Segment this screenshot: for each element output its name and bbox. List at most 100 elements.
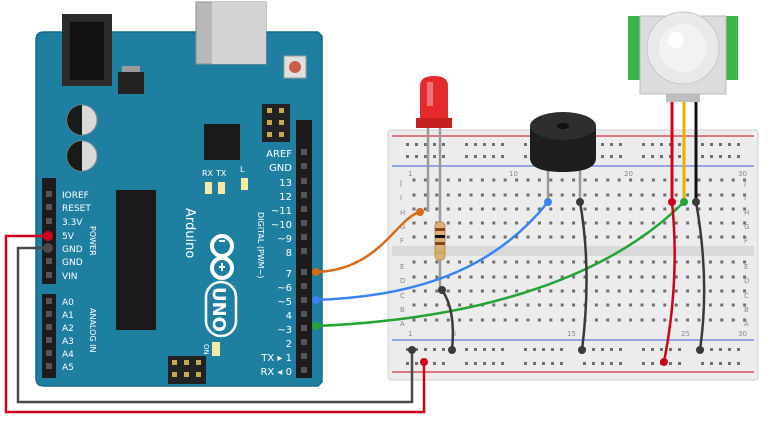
hole bbox=[474, 348, 477, 351]
hole bbox=[549, 289, 553, 293]
hole bbox=[503, 289, 507, 293]
on-label: ON bbox=[202, 344, 210, 355]
hole bbox=[610, 362, 613, 365]
hole bbox=[469, 275, 473, 279]
buzzer-component bbox=[530, 112, 596, 202]
pin-label: 2 bbox=[286, 339, 292, 350]
hole bbox=[424, 155, 427, 158]
hole bbox=[423, 318, 427, 322]
hole bbox=[731, 221, 735, 225]
hole bbox=[697, 193, 701, 197]
tx-label: TX bbox=[215, 169, 227, 178]
hole bbox=[737, 155, 740, 158]
hole bbox=[651, 207, 655, 211]
hole bbox=[728, 362, 731, 365]
hole bbox=[46, 218, 52, 224]
hole bbox=[537, 289, 541, 293]
capacitor-icon bbox=[66, 104, 98, 136]
hole bbox=[660, 348, 663, 351]
pin-label: 12 bbox=[279, 192, 292, 203]
hole bbox=[651, 318, 655, 322]
hole bbox=[572, 275, 576, 279]
hole bbox=[480, 193, 484, 197]
hole bbox=[503, 235, 507, 239]
hole bbox=[743, 289, 747, 293]
hole bbox=[537, 221, 541, 225]
hole bbox=[423, 193, 427, 197]
hole bbox=[301, 353, 307, 359]
hole bbox=[583, 178, 587, 182]
hole bbox=[469, 303, 473, 307]
pin-label: RX ◂ 0 bbox=[260, 367, 292, 378]
hole bbox=[492, 362, 495, 365]
hole bbox=[537, 235, 541, 239]
hole bbox=[720, 303, 724, 307]
hole bbox=[708, 303, 712, 307]
hole bbox=[663, 207, 667, 211]
hole bbox=[674, 275, 678, 279]
row-letter: D bbox=[744, 277, 749, 285]
wire-gnd-rail bbox=[16, 246, 414, 404]
hole bbox=[743, 178, 747, 182]
hole bbox=[423, 275, 427, 279]
hole bbox=[537, 260, 541, 264]
hole bbox=[503, 178, 507, 182]
hole bbox=[743, 235, 747, 239]
hole bbox=[412, 260, 416, 264]
hole bbox=[526, 207, 530, 211]
hole bbox=[435, 303, 439, 307]
hole bbox=[560, 221, 564, 225]
hole bbox=[46, 324, 52, 330]
column-number: 1 bbox=[408, 170, 412, 178]
hole bbox=[651, 348, 654, 351]
hole bbox=[640, 275, 644, 279]
hole bbox=[710, 143, 713, 146]
pin-label: ~6 bbox=[277, 283, 292, 294]
row-letter: H bbox=[744, 209, 749, 217]
hole bbox=[663, 318, 667, 322]
hole bbox=[446, 318, 450, 322]
row-letter: G bbox=[744, 223, 749, 231]
hole bbox=[606, 289, 610, 293]
hole bbox=[663, 303, 667, 307]
hole bbox=[446, 193, 450, 197]
hole bbox=[606, 235, 610, 239]
hole bbox=[537, 178, 541, 182]
hole bbox=[433, 362, 436, 365]
hole bbox=[678, 155, 681, 158]
hole bbox=[301, 206, 307, 212]
power-pin-label: IOREF bbox=[62, 191, 89, 201]
hole bbox=[480, 178, 484, 182]
hole bbox=[537, 193, 541, 197]
hole bbox=[560, 193, 564, 197]
hole bbox=[465, 143, 468, 146]
row-letter: D bbox=[400, 277, 405, 285]
hole bbox=[469, 178, 473, 182]
hole bbox=[515, 207, 519, 211]
rx-label: RX bbox=[202, 169, 214, 178]
hole bbox=[594, 193, 598, 197]
hole bbox=[301, 297, 307, 303]
hole bbox=[606, 178, 610, 182]
hole bbox=[483, 362, 486, 365]
hole bbox=[629, 221, 633, 225]
hole bbox=[458, 235, 462, 239]
hole bbox=[674, 303, 678, 307]
hole bbox=[674, 235, 678, 239]
pin-label: ~11 bbox=[271, 206, 292, 217]
wire-pin5-buzzer bbox=[314, 200, 550, 302]
hole bbox=[710, 348, 713, 351]
row-letter: C bbox=[400, 292, 405, 300]
hole bbox=[480, 318, 484, 322]
tx-led bbox=[218, 182, 225, 194]
hole bbox=[458, 303, 462, 307]
hole bbox=[743, 207, 747, 211]
hole bbox=[697, 178, 701, 182]
hole bbox=[606, 193, 610, 197]
pir-wires bbox=[670, 102, 698, 200]
hole bbox=[686, 318, 690, 322]
hole bbox=[435, 260, 439, 264]
hole bbox=[515, 260, 519, 264]
hole bbox=[533, 362, 536, 365]
hole bbox=[442, 348, 445, 351]
